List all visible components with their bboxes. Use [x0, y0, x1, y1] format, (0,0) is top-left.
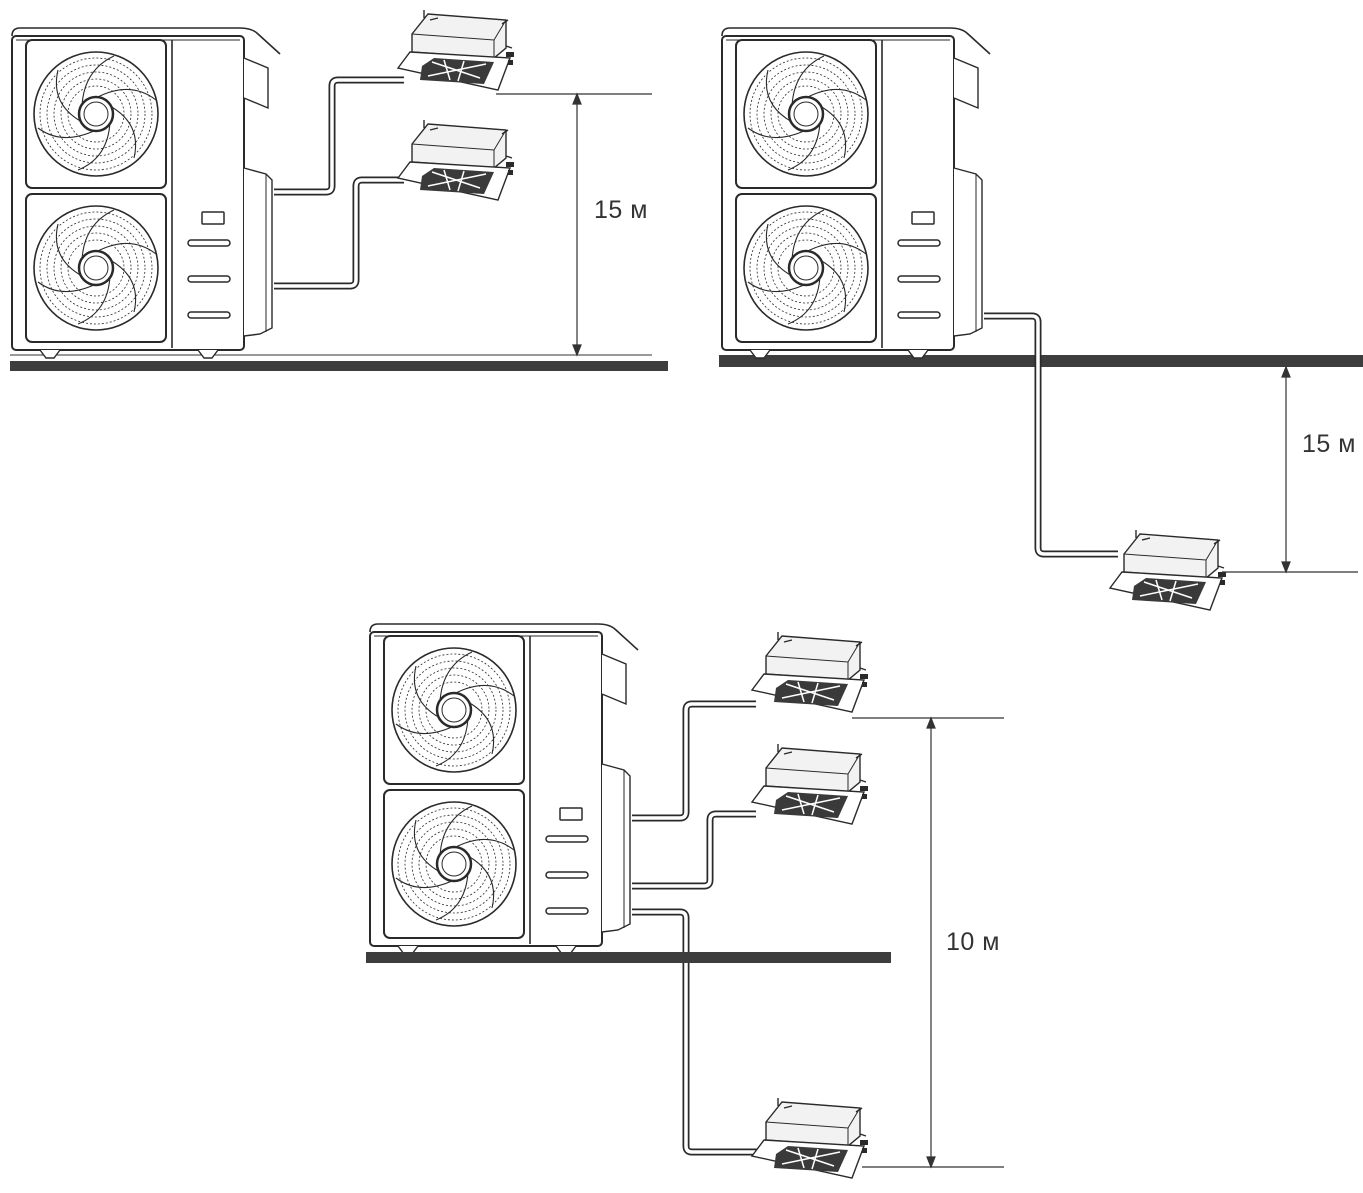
- outdoor-unit: [370, 624, 638, 954]
- indoor-cassette-unit: [397, 9, 515, 91]
- diagram-3: [366, 624, 1004, 1179]
- height-label: 15 м: [1302, 430, 1356, 458]
- height-dimension: [496, 92, 652, 357]
- height-dimension: [1222, 365, 1358, 574]
- height-dimension: [852, 716, 1004, 1169]
- height-label: 15 м: [594, 196, 648, 224]
- indoor-cassette-unit: [397, 119, 515, 201]
- refrigerant-pipe: [632, 700, 760, 1156]
- diagram-2: [719, 28, 1363, 611]
- floor-slab: [10, 361, 668, 371]
- refrigerant-pipe: [274, 76, 404, 290]
- diagram-1: [10, 9, 668, 371]
- indoor-cassette-unit: [1109, 529, 1227, 611]
- height-label: 10 м: [946, 928, 1000, 956]
- indoor-cassette-unit: [751, 631, 869, 713]
- outdoor-unit: [722, 28, 990, 358]
- indoor-cassette-unit: [751, 1097, 869, 1179]
- refrigerant-pipe: [984, 312, 1118, 558]
- indoor-cassette-unit: [751, 743, 869, 825]
- outdoor-unit: [12, 28, 280, 358]
